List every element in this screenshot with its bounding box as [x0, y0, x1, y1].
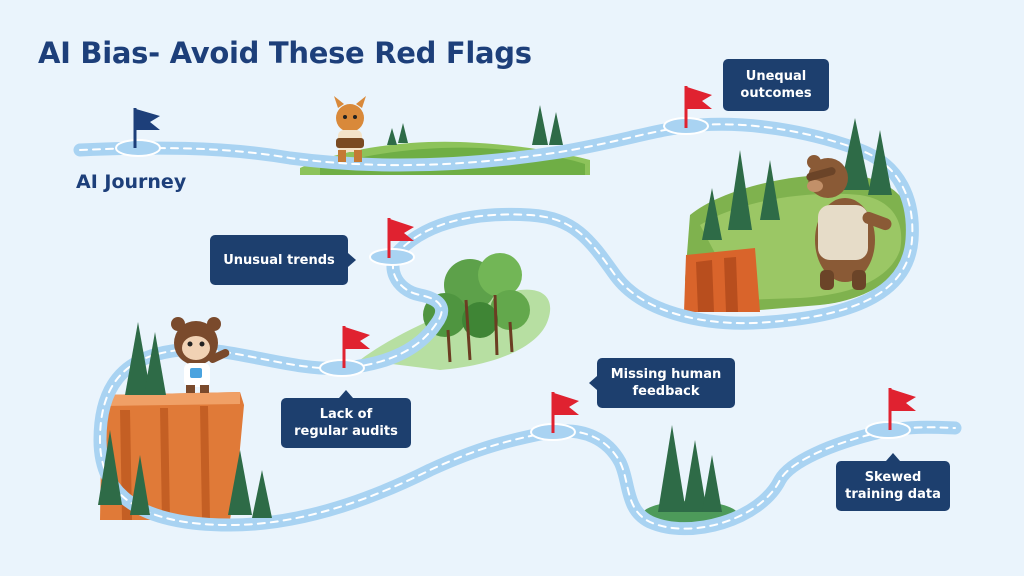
- red-flag-icon-lack-of-regular-audits: [342, 326, 370, 368]
- journey-label: AI Journey: [76, 171, 187, 193]
- red-flag-icon-skewed-training-data: [888, 388, 916, 430]
- callout-unusual-trends: Unusual trends: [210, 235, 356, 285]
- callout-lack-of-regular-audits: Lack of regular audits: [281, 390, 411, 448]
- astro-mascot: [171, 317, 230, 393]
- red-flag-icon-unusual-trends: [387, 218, 414, 258]
- forest-grove: [360, 253, 551, 370]
- callout-label: Unusual trends: [223, 252, 335, 268]
- callout-label: Unequal outcomes: [740, 69, 812, 101]
- milestones: [115, 117, 911, 441]
- callout-skewed-training-data: Skewed training data: [836, 453, 950, 511]
- red-flag-icon-missing-human-feedback: [551, 392, 579, 433]
- callout-label: Missing human feedback: [610, 367, 722, 399]
- bear-mascot: [806, 155, 892, 290]
- callout-label: Skewed training data: [845, 470, 941, 502]
- red-flag-icon-unequal-outcomes: [684, 86, 712, 128]
- callout-label: Lack of regular audits: [294, 407, 398, 439]
- wildcat-mascot: [334, 96, 366, 162]
- callout-missing-human-feedback: Missing human feedback: [589, 358, 735, 408]
- pine-trees: [98, 105, 892, 518]
- start-flag-icon: [133, 108, 160, 148]
- journey-path: [73, 117, 962, 536]
- callout-unequal-outcomes: Unequal outcomes: [723, 59, 829, 111]
- page-title: AI Bias- Avoid These Red Flags: [38, 36, 532, 70]
